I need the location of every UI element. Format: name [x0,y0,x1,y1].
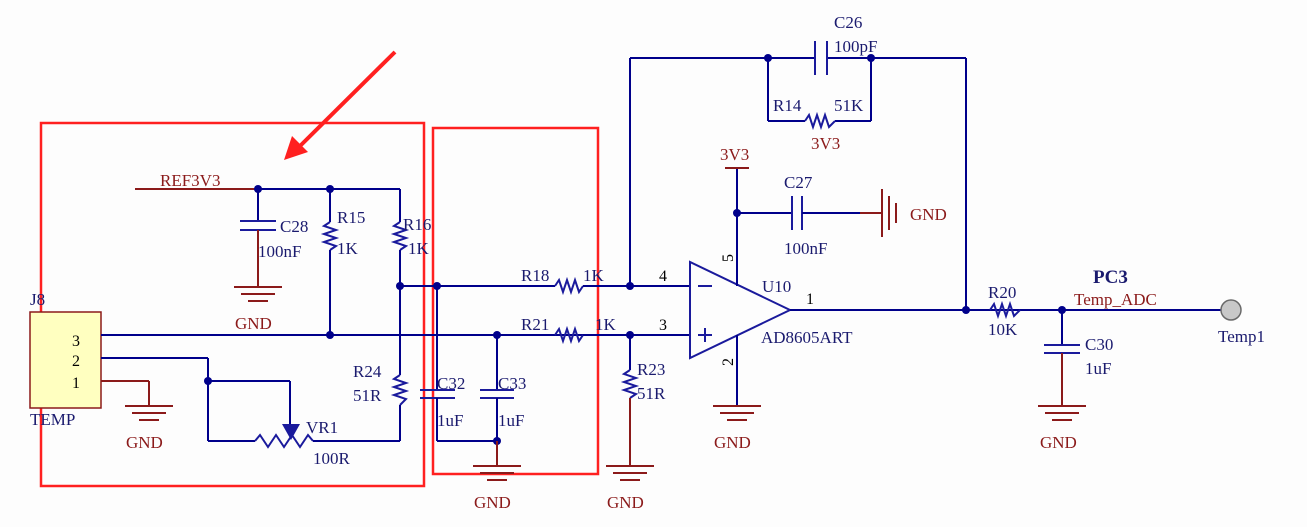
c33-capacitor [473,335,521,481]
j8-value: TEMP [30,410,75,429]
r21-value: 1K [595,315,617,334]
r15-ref: R15 [337,208,365,227]
c33-ref: C33 [498,374,526,393]
j8-pin-wires [101,331,630,442]
v3v3-label: 3V3 [720,145,749,164]
u10-pin-3: 3 [659,317,667,334]
j8-ref: J8 [30,290,45,309]
ref3v3-label: REF3V3 [160,171,220,190]
r20-value: 10K [988,320,1018,339]
highlight-arrow [284,50,397,160]
gnd-label-c28: GND [235,314,272,333]
c26-ref: C26 [834,13,862,32]
c27-value: 100nF [784,239,827,258]
c32-capacitor [420,389,497,442]
r21-ref: R21 [521,315,549,334]
r24-value: 51R [353,386,382,405]
c27-capacitor [733,189,897,237]
r18-value: 1K [583,266,605,285]
c26-capacitor [814,41,828,75]
u10-pin-2: 2 [720,358,737,366]
c27-ref: C27 [784,173,813,192]
r23-resistor [606,335,654,481]
j8-connector [29,311,102,409]
feedback-wires [629,54,967,310]
r18-resistor [554,276,690,296]
u10-pin-4: 4 [659,268,667,285]
c33-value: 1uF [498,411,524,430]
r16-resistor [390,189,410,286]
gnd-label-j8: GND [126,433,163,452]
vr1-value: 100R [313,449,351,468]
r14-value: 51K [834,96,864,115]
gnd-label-c30: GND [1040,433,1077,452]
test-point-temp1 [1220,299,1242,321]
temp1-label: Temp1 [1218,327,1265,346]
c26-value: 100pF [834,37,877,56]
c28-value: 100nF [258,242,301,261]
c30-value: 1uF [1085,359,1111,378]
r23-ref: R23 [637,360,665,379]
u10-pin-1: 1 [806,291,814,308]
node-r18-wires [400,282,555,390]
r14-ref: R14 [773,96,802,115]
r16-value: 1K [408,239,430,258]
r24-ref: R24 [353,362,382,381]
r20-resistor [989,300,1222,320]
c30-capacitor [1038,310,1086,421]
gnd-label-r23: GND [607,493,644,512]
j8-pin-2: 2 [72,353,80,370]
port-pc3: PC3 [1093,267,1128,288]
vr1-potentiometer [254,424,400,449]
highlight-box-left [39,121,426,488]
highlight-box-right [431,126,600,476]
c32-ref: C32 [437,374,465,393]
c28-ref: C28 [280,217,308,236]
c28-capacitor [234,189,282,302]
j8-pin-3: 3 [72,333,80,350]
r20-ref: R20 [988,283,1016,302]
r16-ref: R16 [403,215,431,234]
c32-value: 1uF [437,411,463,430]
r18-ref: R18 [521,266,549,285]
u10-ref: U10 [762,277,791,296]
r24-resistor [390,282,410,441]
r23-value: 51R [637,384,666,403]
r14-resistor [804,111,836,131]
r15-resistor [320,189,340,335]
gnd-label-c33: GND [474,493,511,512]
vr1-ref: VR1 [306,418,338,437]
r15-value: 1K [337,239,359,258]
net-temp-adc: Temp_ADC [1074,290,1157,309]
gnd-label-u10: GND [714,433,751,452]
c30-ref: C30 [1085,335,1113,354]
u10-value: AD8605ART [761,328,853,347]
j8-pin-1: 1 [72,375,80,392]
gnd-label-c27: GND [910,205,947,224]
u10-pin-5: 5 [720,254,737,262]
r14-3v3-label: 3V3 [811,134,840,153]
